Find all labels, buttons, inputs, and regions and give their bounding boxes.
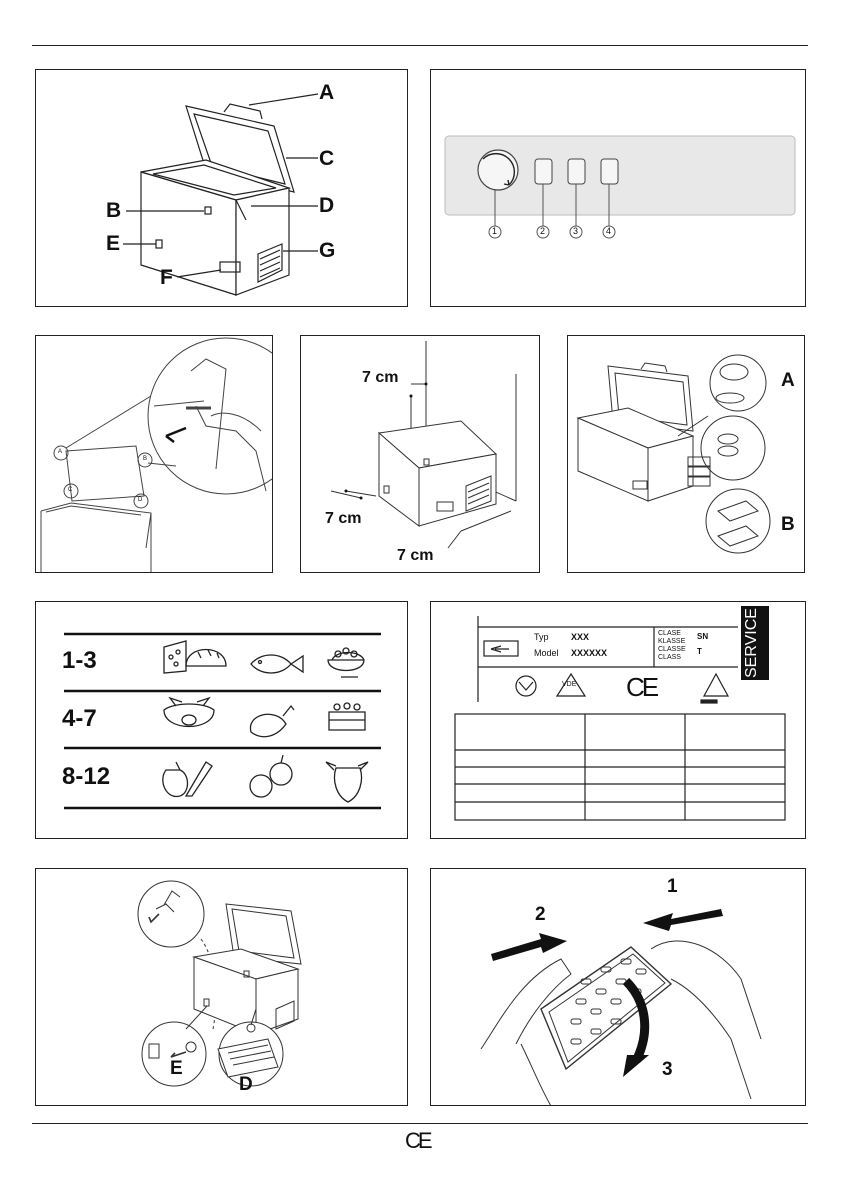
figure-storage-months: 1-3 4-7 8-12	[35, 601, 408, 839]
months-row-1: 1-3	[62, 647, 97, 674]
class-key-4: CLASS	[658, 654, 681, 661]
control-2-number: 2	[540, 226, 546, 236]
label-f: F	[160, 266, 173, 289]
control-1-number: 1	[492, 226, 498, 236]
label-e: E	[106, 232, 121, 255]
model-key: Model	[534, 648, 559, 658]
rating-plate-drawing	[454, 606, 786, 821]
months-row-2: 4-7	[62, 705, 97, 732]
step-2: 2	[535, 904, 546, 925]
typ-key: Typ	[534, 632, 549, 642]
footer-ce-mark: CE	[405, 1128, 433, 1153]
control-3-number: 3	[573, 226, 579, 236]
bottom-rule	[32, 1123, 808, 1124]
storage-zones-drawing	[576, 354, 771, 554]
class-key-2: KLASSE	[658, 638, 686, 645]
hinge-label-b: B	[143, 456, 148, 462]
grille-removal-drawing	[480, 909, 762, 1105]
defrosting-drawing	[137, 880, 302, 1087]
freezer-parts-drawing	[123, 93, 319, 296]
label-d: D	[319, 194, 335, 217]
service-label: SERVICE	[743, 608, 760, 678]
class-value-t: T	[697, 647, 702, 656]
zone-label-a: A	[781, 370, 795, 391]
defrost-label-e: E	[170, 1058, 183, 1079]
label-c: C	[319, 147, 335, 170]
label-a: A	[319, 81, 335, 104]
figure-grille-removal: 1 2 3	[430, 868, 806, 1106]
hinge-label-c: C	[68, 487, 73, 493]
months-row-3: 8-12	[62, 763, 111, 790]
figure-defrosting: E D	[35, 868, 408, 1106]
control-4-number: 4	[606, 226, 612, 236]
class-key-1: CLASE	[658, 630, 681, 637]
clearance-top-label: 7 cm	[362, 369, 399, 386]
storage-months-drawing	[64, 632, 381, 810]
hinge-label-d: D	[138, 497, 143, 503]
defrost-label-d: D	[239, 1074, 253, 1095]
clearance-left-label: 7 cm	[325, 510, 362, 527]
figure-freezer-parts: A C B D E G F	[35, 69, 408, 307]
label-g: G	[319, 239, 336, 262]
class-value-sn: SN	[697, 632, 709, 641]
zone-label-b: B	[781, 514, 795, 535]
vde-mark: VDE	[562, 681, 577, 688]
figure-rating-plate: Typ XXX Model XXXXXX CLASE KLASSE CLASSE…	[430, 601, 806, 839]
clearance-drawing	[330, 341, 517, 549]
typ-value: XXX	[571, 632, 590, 642]
figure-clearance: 7 cm 7 cm 7 cm	[300, 335, 540, 573]
figure-storage-zones: A B	[567, 335, 805, 573]
hinge-label-a: A	[58, 449, 63, 455]
label-b: B	[106, 199, 122, 222]
step-1: 1	[667, 876, 678, 897]
control-panel-drawing	[444, 135, 796, 239]
figure-control-panel: 1 2 3 4	[430, 69, 806, 307]
figure-lid-hinge: A B C D	[35, 335, 273, 573]
model-value: XXXXXX	[571, 648, 608, 658]
lid-hinge-drawing	[40, 337, 272, 572]
top-rule	[32, 45, 808, 46]
clearance-right-label: 7 cm	[397, 547, 434, 564]
ce-mark: CE	[626, 672, 659, 702]
class-key-3: CLASSE	[658, 646, 686, 653]
step-3: 3	[662, 1059, 673, 1080]
